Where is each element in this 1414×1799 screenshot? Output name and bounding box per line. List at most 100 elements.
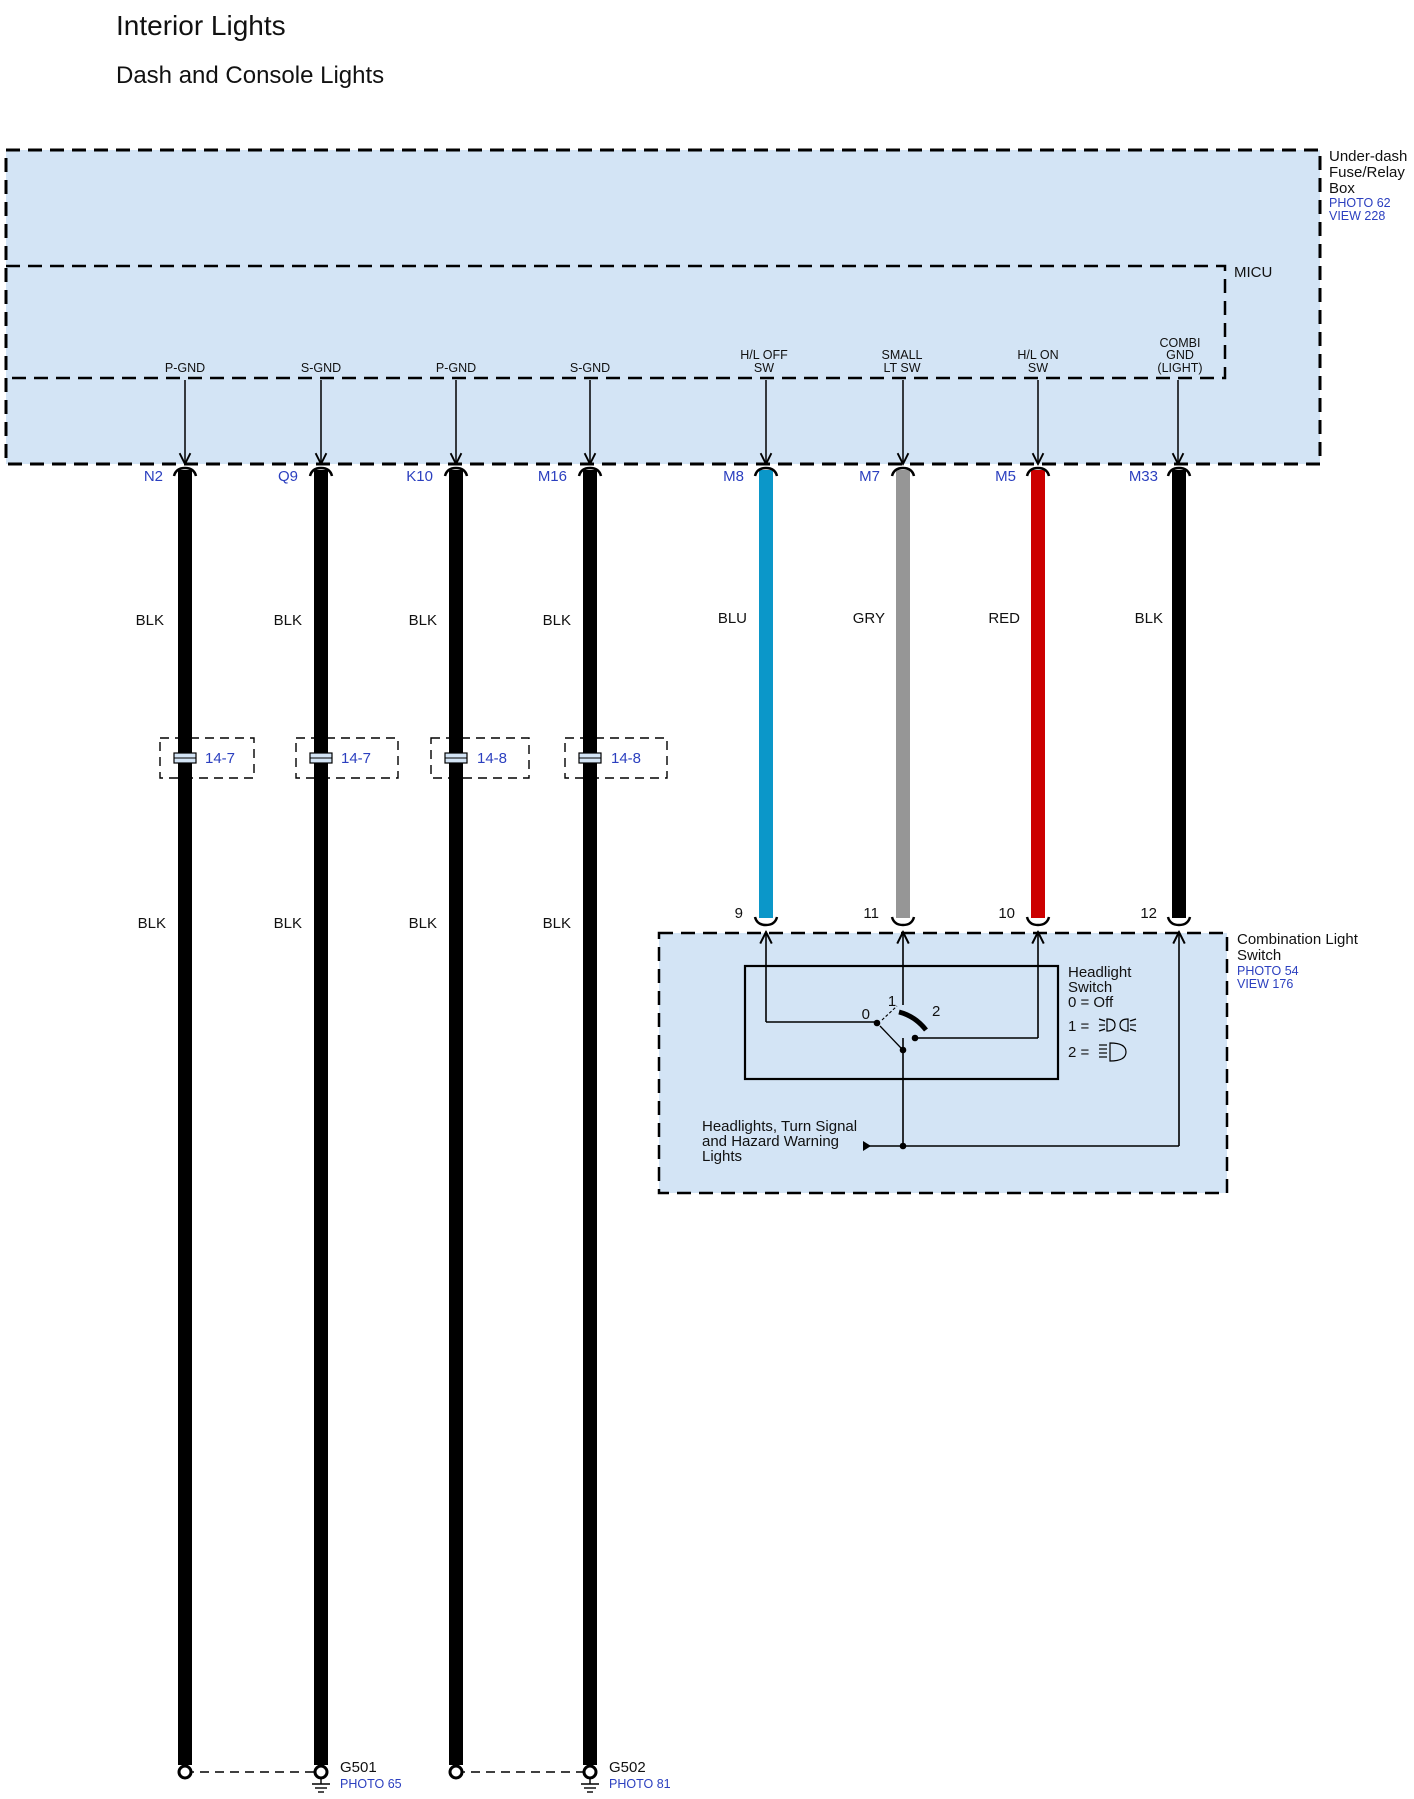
fuse-box-name-line-2: Fuse/Relay — [1329, 164, 1405, 181]
terminal-signals: P-GND S-GND P-GND S-GND H/L OFF SW SMALL… — [165, 336, 1203, 375]
connector-label-m16: 14-8 — [611, 750, 641, 767]
ground-g501-photo-link[interactable]: PHOTO 65 — [340, 1777, 402, 1791]
fuse-box-panel — [4, 148, 1322, 466]
headlight-switch-line-5: 2 = — [1068, 1044, 1090, 1061]
switch-pin-12: 12 — [1140, 905, 1157, 922]
wire-m16 — [583, 470, 597, 1765]
micu-box — [6, 264, 1227, 380]
wire-m8-blu — [759, 470, 773, 918]
signal-m33-line-2: GND — [1166, 348, 1194, 362]
color-code-q9: BLK — [274, 612, 302, 629]
pin-m33: M33 — [1129, 468, 1158, 485]
signal-m5-line-2: SW — [1028, 361, 1048, 375]
color-code-m33: BLK — [1135, 610, 1163, 627]
pin-k10: K10 — [406, 468, 433, 485]
switch-position-2: 2 — [932, 1003, 940, 1020]
headlight-switch-line-4: 1 = — [1068, 1018, 1090, 1035]
signal-m8-line-2: SW — [754, 361, 774, 375]
combination-switch-photo-link[interactable]: PHOTO 54 — [1237, 964, 1299, 978]
page-subtitle: Dash and Console Lights — [116, 62, 384, 89]
signal-m7-line-1: SMALL — [882, 348, 923, 362]
pin-m16: M16 — [538, 468, 567, 485]
inline-connector-m16: 14-8 — [564, 737, 668, 779]
wire-color-codes: BLK BLK BLK BLK BLU GRY RED BLK — [136, 610, 1163, 629]
micu-label: MICU — [1234, 264, 1272, 281]
wire-n2 — [178, 470, 192, 1765]
wire-m33-blk — [1172, 470, 1186, 918]
inline-connectors: 14-7 14-7 14-8 14-8 — [159, 737, 668, 779]
lights-label-line-2: and Hazard Warning — [702, 1133, 839, 1150]
color-code-n2: BLK — [136, 612, 164, 629]
fuse-box-photo-link[interactable]: PHOTO 62 — [1329, 196, 1391, 210]
ground-symbol-g501 — [312, 1778, 330, 1793]
switch-pin-10: 10 — [998, 905, 1015, 922]
headlight-switch-box — [743, 964, 1060, 1081]
signal-m5-line-1: H/L ON — [1017, 348, 1058, 362]
color-code-m8: BLU — [718, 610, 747, 627]
color-code-m5: RED — [988, 610, 1020, 627]
combination-switch-name-line-1: Combination Light — [1237, 931, 1359, 948]
pin-connectors-switch — [753, 916, 1192, 927]
connector-label-q9: 14-7 — [341, 750, 371, 767]
pin-m5: M5 — [995, 468, 1016, 485]
pin-m7: M7 — [859, 468, 880, 485]
connector-label-n2: 14-7 — [205, 750, 235, 767]
pin-q9: Q9 — [278, 468, 298, 485]
combination-switch-name-line-2: Switch — [1237, 947, 1281, 964]
switch-internal-wiring — [743, 932, 1179, 1147]
pin-n2: N2 — [144, 468, 163, 485]
ground-connections — [177, 1764, 598, 1780]
signal-m33-line-3: (LIGHT) — [1157, 361, 1202, 375]
signal-q9: S-GND — [301, 361, 341, 375]
ground-symbol-g502 — [581, 1778, 599, 1793]
switch-position-0: 0 — [862, 1006, 870, 1023]
pin-labels: N2 Q9 K10 M16 M8 M7 M5 M33 — [144, 468, 1158, 485]
color-code-lower-m16: BLK — [543, 915, 571, 932]
wire-m7-gry — [896, 470, 910, 918]
signal-m33-line-1: COMBI — [1160, 336, 1201, 350]
terminal-arrows — [185, 380, 1178, 464]
fuse-box-name-line-3: Box — [1329, 180, 1355, 197]
lights-label-line-1: Headlights, Turn Signal — [702, 1118, 857, 1135]
headlight-switch-line-2: Switch — [1068, 979, 1112, 996]
wire-k10 — [449, 470, 463, 1765]
combination-switch-panel — [657, 931, 1229, 1195]
inline-connector-n2: 14-7 — [159, 737, 255, 779]
inline-connector-k10: 14-8 — [430, 737, 530, 779]
color-code-m7: GRY — [853, 610, 885, 627]
signal-n2: P-GND — [165, 361, 205, 375]
ground-g502-label: G502 — [609, 1759, 646, 1776]
fuse-box-view-link[interactable]: VIEW 228 — [1329, 209, 1385, 223]
ground-g501-label: G501 — [340, 1759, 377, 1776]
ground-g502-photo-link[interactable]: PHOTO 81 — [609, 1777, 671, 1791]
headlight-switch-line-3: 0 = Off — [1068, 994, 1114, 1011]
fuse-box-name-line-1: Under-dash — [1329, 148, 1407, 165]
headlight-switch-line-1: Headlight — [1068, 964, 1132, 981]
signal-m7-line-2: LT SW — [883, 361, 920, 375]
switch-pin-11: 11 — [863, 905, 879, 922]
wire-m5-red — [1031, 470, 1045, 918]
wire-color-codes-lower: BLK BLK BLK BLK — [138, 915, 571, 932]
lights-label-line-3: Lights — [702, 1148, 742, 1165]
color-code-lower-k10: BLK — [409, 915, 437, 932]
switch-contacts — [863, 1005, 928, 1151]
switch-pin-9: 9 — [735, 905, 743, 922]
switch-pin-numbers: 9 11 10 12 — [735, 905, 1157, 922]
connector-label-k10: 14-8 — [477, 750, 507, 767]
signal-k10: P-GND — [436, 361, 476, 375]
switch-position-1: 1 — [888, 993, 896, 1010]
inline-connector-q9: 14-7 — [295, 737, 399, 779]
wires — [178, 470, 1186, 1765]
color-code-lower-q9: BLK — [274, 915, 302, 932]
color-code-lower-n2: BLK — [138, 915, 166, 932]
parking-lights-icon — [1098, 1018, 1137, 1032]
pin-m8: M8 — [723, 468, 744, 485]
color-code-k10: BLK — [409, 612, 437, 629]
signal-m16: S-GND — [570, 361, 610, 375]
color-code-m16: BLK — [543, 612, 571, 629]
wire-q9 — [314, 470, 328, 1765]
signal-m8-line-1: H/L OFF — [740, 348, 788, 362]
combination-switch-view-link[interactable]: VIEW 176 — [1237, 977, 1293, 991]
headlight-icon — [1099, 1042, 1127, 1062]
